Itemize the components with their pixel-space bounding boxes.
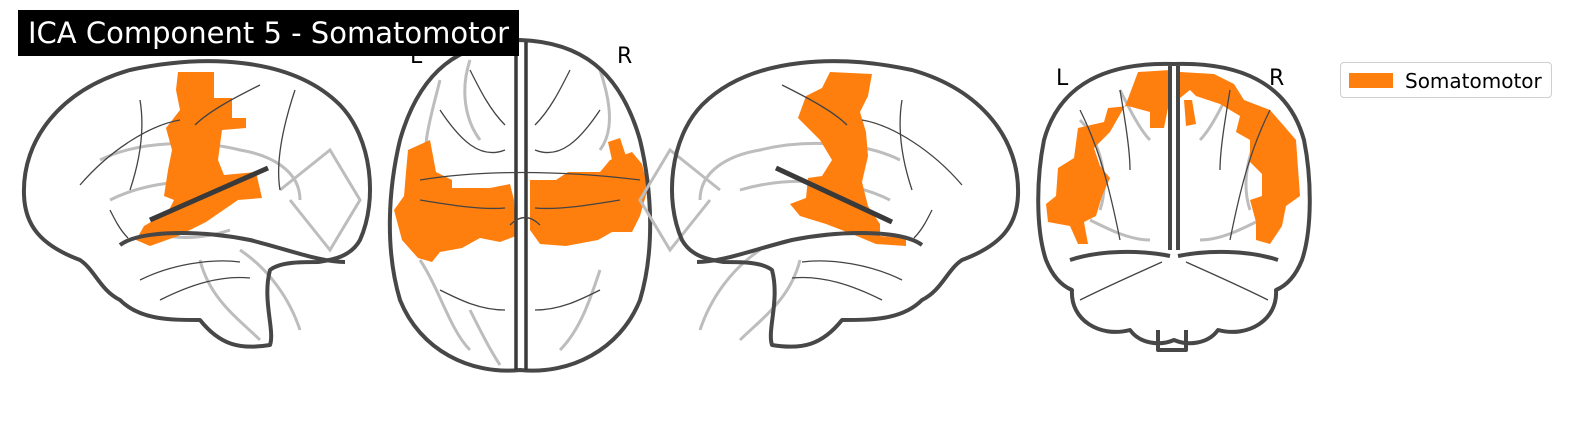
axial-view xyxy=(387,38,653,373)
axial-outline xyxy=(387,38,653,373)
coronal-left-label: L xyxy=(1056,66,1069,91)
axial-right-label: R xyxy=(617,44,633,69)
figure-title: ICA Component 5 - Somatomotor xyxy=(18,10,520,56)
coronal-activation xyxy=(1046,70,1300,244)
coronal-right-label: R xyxy=(1269,66,1285,91)
legend-swatch xyxy=(1349,73,1393,88)
left-sagittal-activation xyxy=(136,72,262,246)
right-sagittal-activation xyxy=(790,72,906,246)
legend: Somatomotor xyxy=(1340,62,1552,98)
coronal-sulci xyxy=(1079,89,1271,301)
right-sagittal-view xyxy=(638,59,1021,349)
right-sagittal-outline xyxy=(669,59,1021,349)
left-sagittal-outline xyxy=(21,59,373,349)
axial-central-sulcus xyxy=(419,171,641,181)
axial-connector xyxy=(509,216,541,226)
axial-sulci xyxy=(419,69,621,311)
coronal-view xyxy=(1036,61,1312,352)
legend-label: Somatomotor xyxy=(1405,69,1542,93)
axial-gyri-ghost xyxy=(418,59,611,366)
left-sagittal-sulci xyxy=(79,84,296,301)
axial-left-label: L xyxy=(410,44,423,69)
coronal-outline xyxy=(1036,61,1312,346)
right-sagittal-sulci xyxy=(781,84,963,301)
axial-activation xyxy=(394,138,648,262)
left-sagittal-view xyxy=(21,59,373,349)
left-sagittal-central-line xyxy=(148,165,270,223)
right-sagittal-central-line xyxy=(774,165,894,225)
axial-midline xyxy=(514,42,528,370)
